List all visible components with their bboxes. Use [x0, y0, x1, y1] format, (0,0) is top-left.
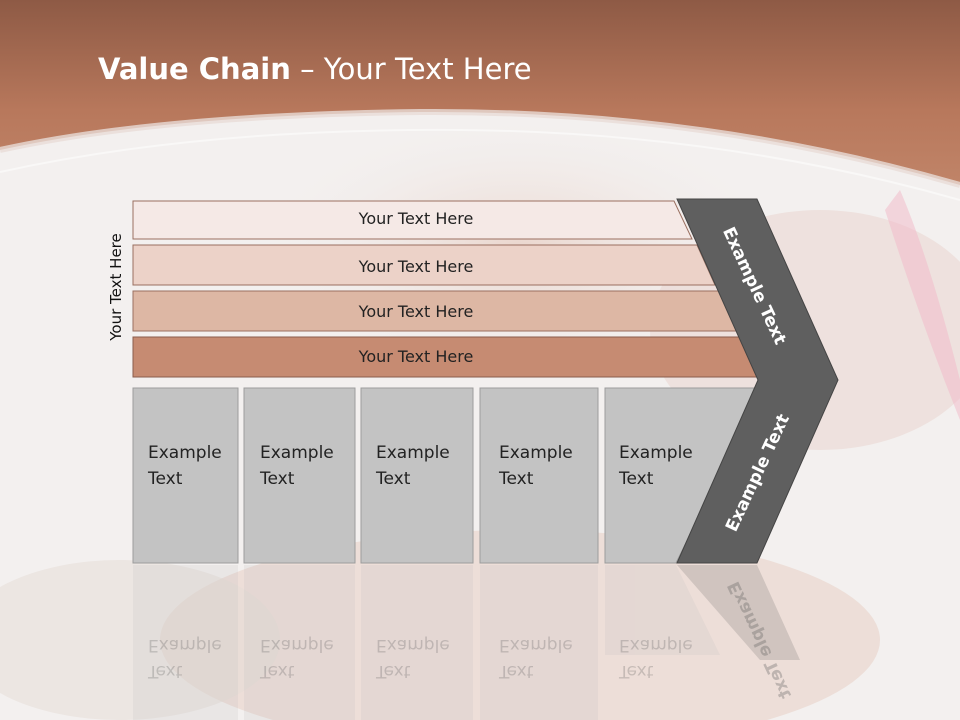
box-1-reflection-line2: Text [148, 661, 183, 681]
box-2 [243, 387, 356, 564]
bar-1 [132, 200, 693, 240]
box-3-reflection-line2: Text [376, 661, 411, 681]
box-3-reflection: Text Example [376, 632, 450, 684]
slide-title: Value Chain – Your Text Here [98, 52, 532, 86]
box-5-line2: Text [619, 469, 654, 489]
bar-4-label: Your Text Here [358, 347, 474, 366]
box-5-label: Example Text [619, 440, 693, 492]
box-5-reflection-line1: Example [619, 635, 693, 655]
box-4-reflection-line1: Example [499, 635, 573, 655]
chevron-reflection [677, 565, 800, 660]
bar-3-label: Your Text Here [358, 302, 474, 321]
title-rest: – Your Text Here [290, 52, 532, 86]
box-4-reflection-line2: Text [499, 661, 534, 681]
box-2-label: Example Text [260, 440, 334, 492]
box-4 [479, 387, 599, 564]
box-1-line1: Example [148, 443, 222, 463]
box-3-label: Example Text [376, 440, 450, 492]
box-2-reflection-line1: Example [260, 635, 334, 655]
box-3-reflection-line1: Example [376, 635, 450, 655]
box-1-line2: Text [148, 469, 183, 489]
box-2-line1: Example [260, 443, 334, 463]
bar-2-label: Your Text Here [358, 257, 474, 276]
chevron-arrow [676, 198, 839, 564]
box-3-line2: Text [376, 469, 411, 489]
box-4-reflection: Text Example [499, 632, 573, 684]
boxes-reflection [133, 565, 720, 720]
box-2-line2: Text [260, 469, 295, 489]
box-3-line1: Example [376, 443, 450, 463]
box-5-reflection-line2: Text [619, 661, 654, 681]
box-5-line1: Example [619, 443, 693, 463]
box-2-reflection: Text Example [260, 632, 334, 684]
box-1 [132, 387, 239, 564]
box-1-reflection: Text Example [148, 632, 222, 684]
box-5-reflection: Text Example [619, 632, 693, 684]
box-3 [360, 387, 474, 564]
box-1-label: Example Text [148, 440, 222, 492]
title-bold: Value Chain [98, 52, 291, 86]
box-4-line1: Example [499, 443, 573, 463]
box-2-reflection-line2: Text [260, 661, 295, 681]
box-5 [604, 387, 763, 564]
box-4-label: Example Text [499, 440, 573, 492]
box-1-reflection-line1: Example [148, 635, 222, 655]
box-4-line2: Text [499, 469, 534, 489]
bar-1-label: Your Text Here [358, 209, 474, 228]
